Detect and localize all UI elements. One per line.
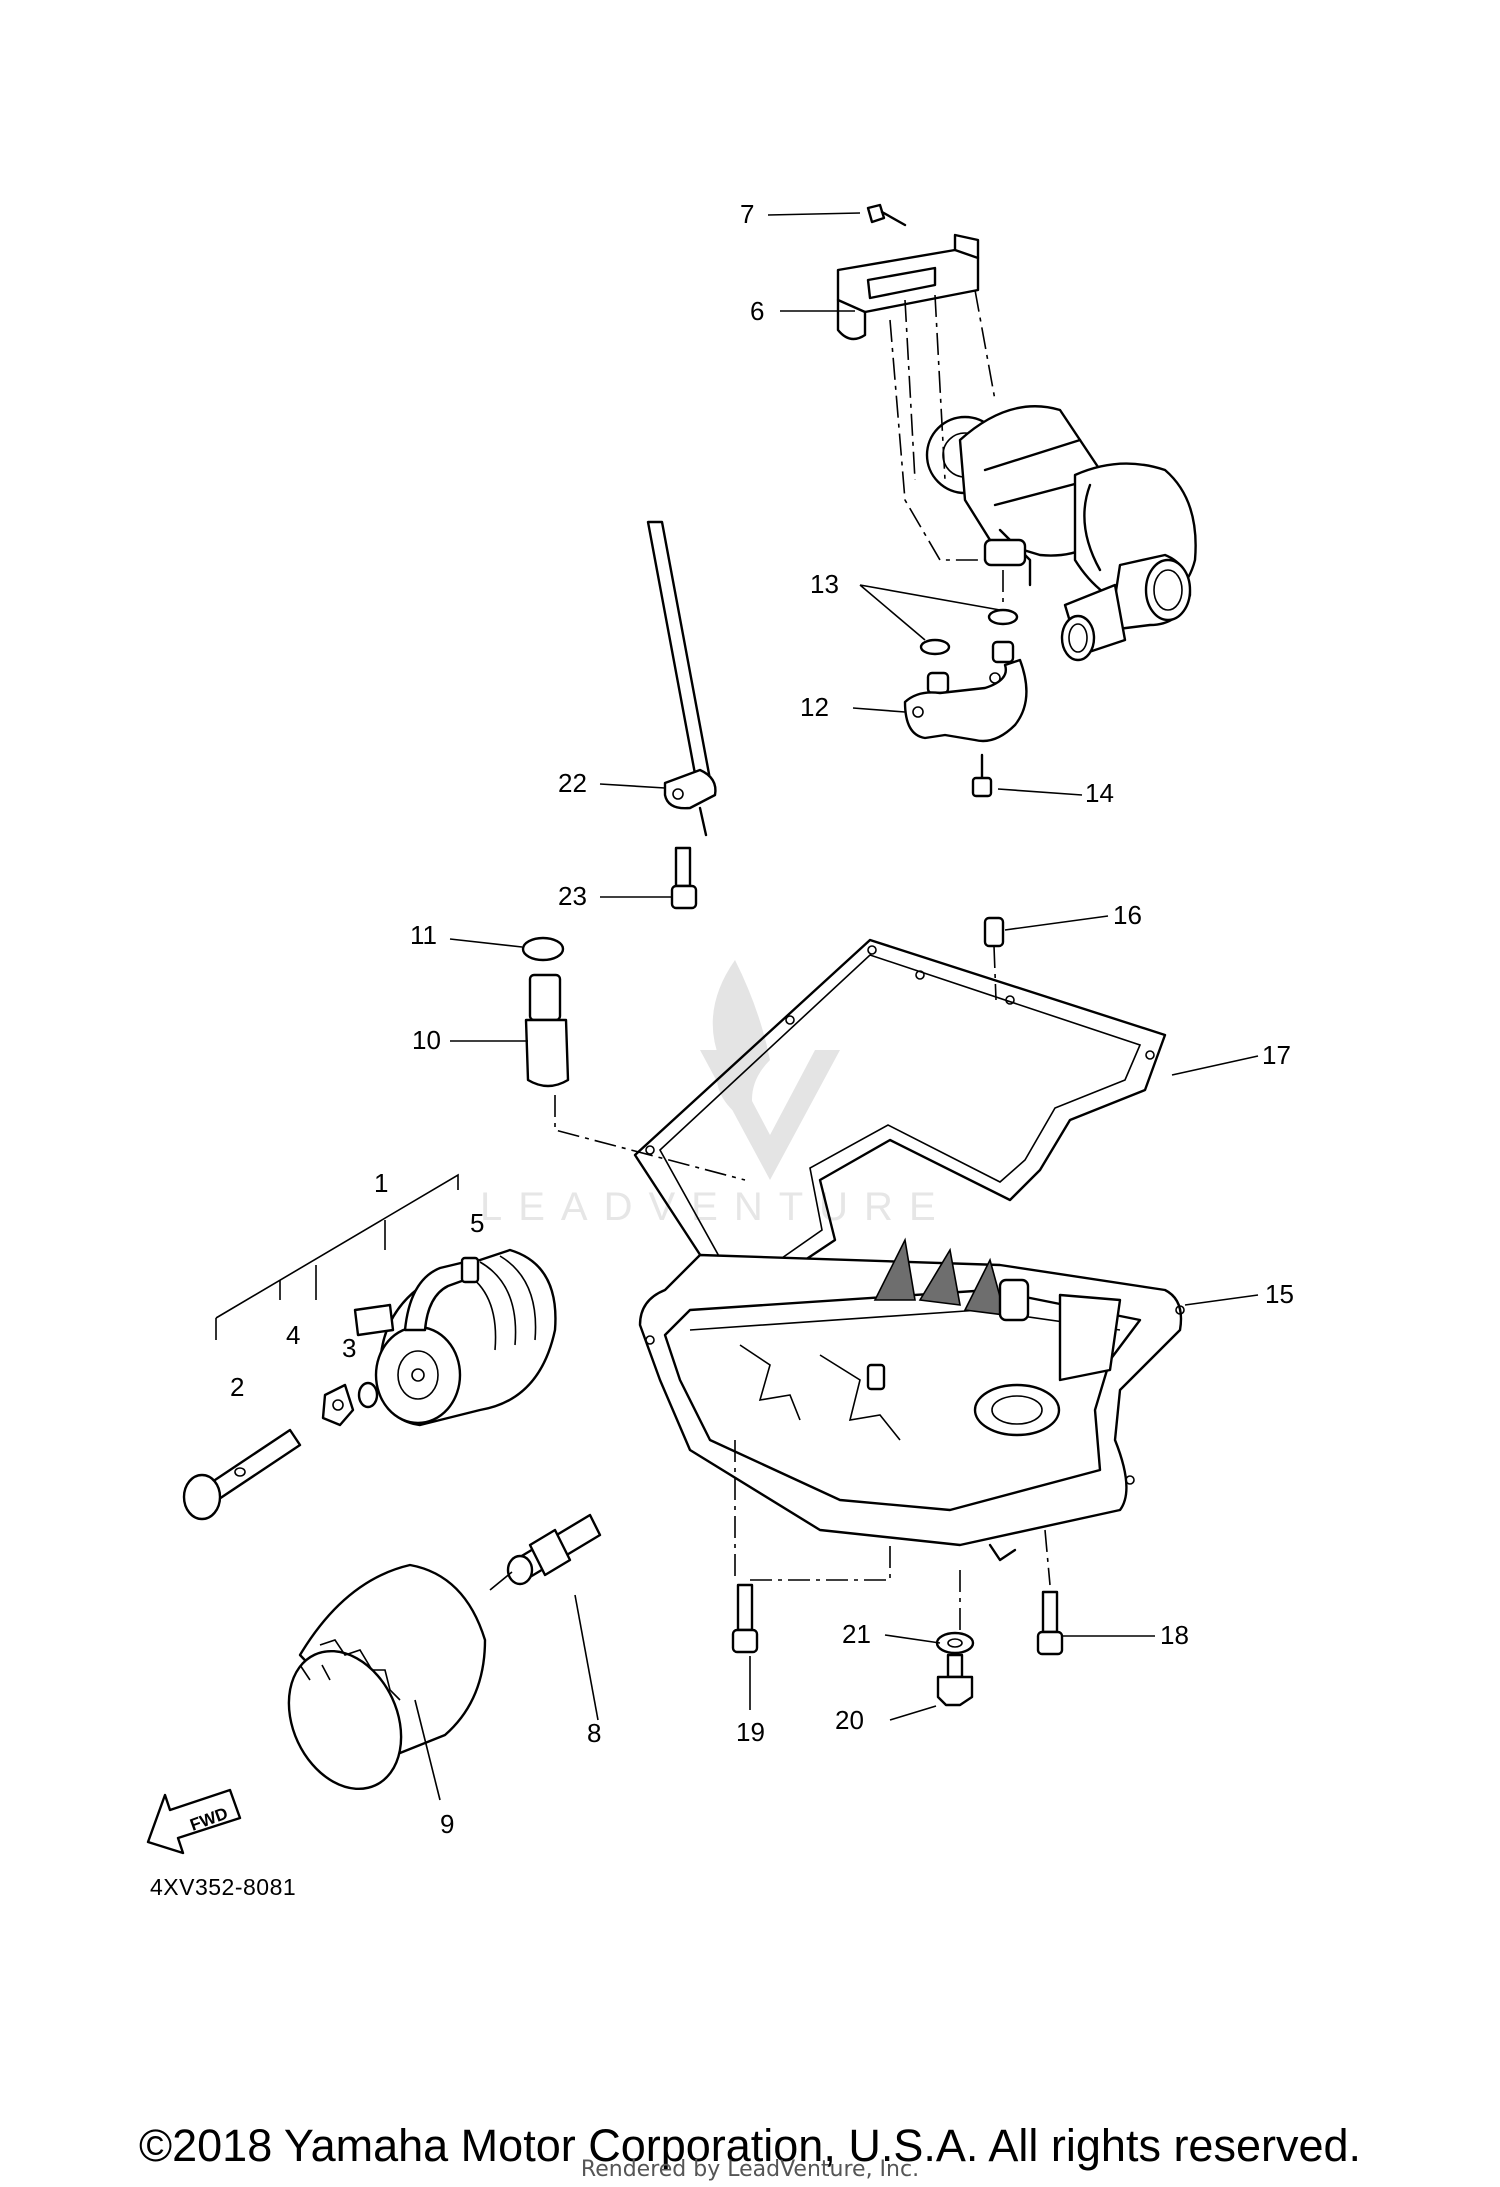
callout-11: 11 — [410, 920, 437, 950]
oil-cooler-5 — [353, 1248, 557, 1427]
o-ring-11 — [521, 936, 565, 962]
callout-10: 10 — [412, 1025, 441, 1055]
callout-5: 5 — [470, 1208, 484, 1238]
callout-1: 1 — [374, 1168, 388, 1198]
callout-2: 2 — [230, 1372, 244, 1402]
copyright-notice: ©2018 Yamaha Motor Corporation, U.S.A. A… — [138, 2120, 1362, 2171]
bolt-14 — [971, 753, 993, 798]
diagram-code: 4XV352-8081 — [150, 1874, 297, 1900]
oil-pump-assembly — [836, 203, 1197, 662]
leader-lines — [414, 212, 1259, 1801]
callout-13: 13 — [810, 569, 839, 599]
callout-6: 6 — [750, 296, 764, 326]
oil-pan-15 — [638, 1237, 1185, 1562]
callout-12: 12 — [800, 692, 829, 722]
callout-23: 23 — [558, 881, 587, 911]
callout-3: 3 — [342, 1333, 356, 1363]
callout-8: 8 — [587, 1718, 601, 1748]
washer-4 — [321, 1383, 355, 1427]
dowel-16 — [983, 916, 1005, 1001]
watermark-text: LEADVENTURE — [480, 1185, 952, 1229]
bolt-19 — [731, 1583, 759, 1654]
fitting-8 — [506, 1513, 602, 1586]
union-bolt-2 — [182, 1428, 302, 1521]
callout-19: 19 — [736, 1717, 765, 1747]
o-ring-13a — [987, 608, 1019, 626]
rendered-by-credit: Rendered by LeadVenture, Inc. — [580, 2157, 920, 2182]
callout-18: 18 — [1160, 1620, 1189, 1650]
callout-16: 16 — [1113, 900, 1142, 930]
oil-filter-9 — [287, 1563, 487, 1791]
callout-7: 7 — [740, 199, 754, 229]
callout-4: 4 — [286, 1320, 300, 1350]
washer-21 — [935, 1631, 975, 1655]
fwd-arrow-icon: FWD — [146, 1788, 242, 1855]
callout-9: 9 — [440, 1809, 454, 1839]
callout-21: 21 — [842, 1619, 871, 1649]
callout-20: 20 — [835, 1705, 864, 1735]
bolt-18 — [1036, 1590, 1064, 1656]
watermark-logo — [700, 960, 840, 1180]
o-ring-3 — [357, 1381, 379, 1409]
callout-17: 17 — [1262, 1040, 1291, 1070]
callout-15: 15 — [1265, 1279, 1294, 1309]
callout-22: 22 — [558, 768, 587, 798]
gasket-17 — [633, 938, 1167, 1302]
drain-bolt-20 — [936, 1653, 974, 1707]
o-ring-13b — [919, 638, 951, 656]
bolt-23 — [670, 846, 698, 910]
dipstick-22 — [646, 520, 717, 837]
oil-pipe-10 — [524, 973, 570, 1088]
callout-14: 14 — [1085, 778, 1114, 808]
oil-pipe-12 — [903, 640, 1028, 743]
